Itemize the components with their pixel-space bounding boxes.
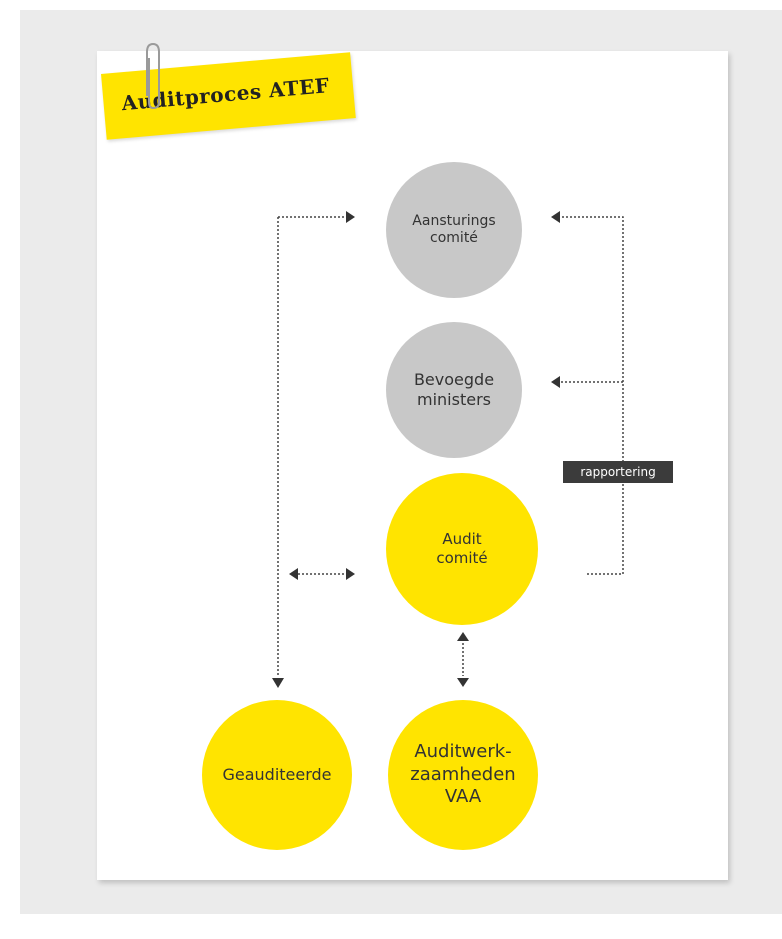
connector-left — [277, 216, 346, 676]
node-geauditeerde-label: Geauditeerde — [222, 765, 332, 784]
node-audit-comite: Audit comité — [386, 473, 538, 625]
rapportering-label-text: rapportering — [580, 465, 656, 479]
node-bevoegde-ministers-label: Bevoegde ministers — [413, 370, 495, 409]
arrow-icon — [289, 568, 298, 580]
arrow-icon — [346, 568, 355, 580]
node-bevoegde-ministers: Bevoegde ministers — [386, 322, 522, 458]
node-auditwerkzaamheden-label: Auditwerk- zaamheden VAA — [410, 741, 516, 808]
node-aansturingscomite: Aansturings comité — [386, 162, 522, 298]
node-aansturingscomite-label: Aansturings comité — [412, 212, 496, 247]
arrow-icon — [457, 632, 469, 641]
rapportering-label: rapportering — [563, 461, 673, 483]
arrow-icon — [457, 678, 469, 687]
paperclip-icon — [146, 42, 160, 110]
node-geauditeerde: Geauditeerde — [202, 700, 352, 850]
node-audit-comite-label: Audit comité — [436, 530, 488, 567]
arrow-icon — [272, 678, 284, 688]
arrow-icon — [551, 211, 560, 223]
node-auditwerkzaamheden: Auditwerk- zaamheden VAA — [388, 700, 538, 850]
arrow-icon — [346, 211, 355, 223]
connector-rapportering — [560, 216, 624, 575]
arrow-icon — [551, 376, 560, 388]
